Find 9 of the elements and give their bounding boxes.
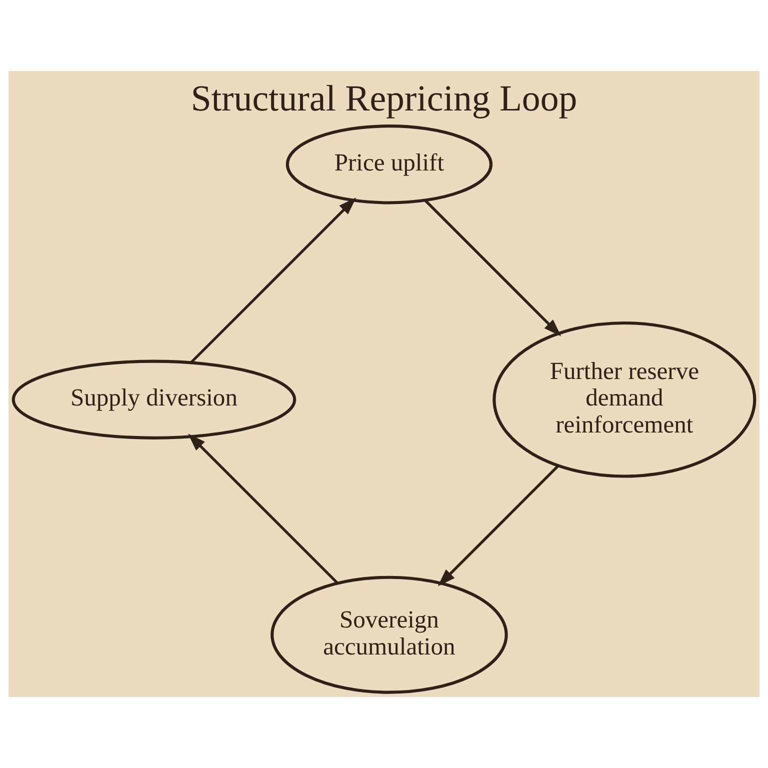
node-ellipse: Sovereign accumulation <box>270 576 508 694</box>
node-ellipse: Further reserve demand reinforcement <box>492 321 756 478</box>
arrow <box>438 464 560 586</box>
arrow <box>424 200 562 336</box>
arrow <box>190 197 356 364</box>
diagram-title: Structural Repricing Loop <box>190 77 578 118</box>
node-ellipse: Price uplift <box>286 124 493 204</box>
arrow <box>188 434 339 584</box>
node-ellipse: Supply diversion <box>12 360 296 440</box>
